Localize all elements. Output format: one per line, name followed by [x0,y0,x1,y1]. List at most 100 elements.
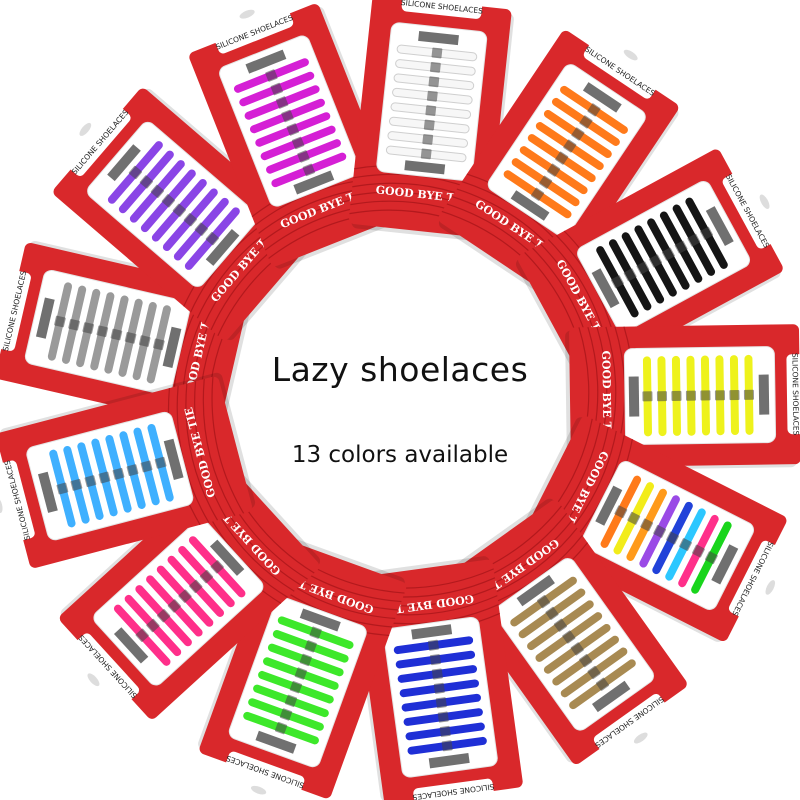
lace-clip [126,464,139,477]
clip-top [705,206,734,247]
lace-clip [579,115,593,129]
lace-clip [183,213,197,227]
lace-clip [431,668,443,680]
lace-clip [426,90,438,102]
clip-bottom [299,608,341,632]
hang-hole [765,580,776,595]
hang-hole [79,122,92,136]
header-tab [208,0,294,54]
lace-clip [430,61,441,73]
lace-clip [441,740,453,752]
clip-top [35,297,55,339]
lace-clip [82,322,94,334]
lace-clip [429,654,441,666]
lace-clip [210,560,224,574]
clip-top [711,544,739,585]
lace-clip [289,681,303,694]
lace-clip [431,47,443,59]
clip-bottom [209,539,245,576]
lace-clip [135,628,149,642]
lace-clip [537,595,551,609]
header-tab [55,95,131,176]
lace-clip [70,478,83,491]
lace-clip [270,82,283,96]
lace-clip [98,471,111,484]
clip-top [245,49,287,74]
lace-clip [570,642,584,656]
lace-clip [172,203,186,217]
lace-clip [700,390,711,401]
lace-clip [286,123,299,136]
clip-bottom [595,485,623,526]
lace-clip [205,231,219,246]
clip-bottom [516,574,555,607]
lace-clip [139,175,154,189]
lace-clip [274,721,288,735]
lace-clip [679,538,692,551]
lace-clip [685,390,697,401]
clip-bottom [628,376,640,417]
clip-top [255,730,297,754]
brand-label: SILICONE SHOELACES [790,353,800,436]
lace-tray [494,558,654,731]
header-tab [219,751,305,800]
header-tab [401,0,485,19]
lace-clip [553,618,567,632]
lace-clip [656,391,668,402]
clip-top [582,82,622,113]
lace-clip [124,332,137,344]
clip-top [591,680,631,713]
clip-bottom [293,170,335,195]
lace-clip [178,589,192,603]
lace-clip [435,697,447,709]
lace-clip [627,511,641,525]
lace-clip [437,711,449,723]
lace-clip [649,254,663,268]
lace-clip [545,606,559,620]
lace-clip [611,275,624,289]
headline-text: Lazy shoelaces [271,350,529,389]
lace-clip [150,184,165,199]
lace-clip [110,328,123,341]
slogan-label: GOOD BYE TIE [599,350,613,443]
lace-clip [189,579,203,594]
header-tab [593,693,677,766]
lace-clip [199,569,214,584]
lace-clip [653,525,667,538]
lace-clip [297,150,310,163]
lace-clip [309,626,322,639]
lace-clip [68,318,80,331]
lace-clip [433,682,445,694]
colors-available-text: 13 colors available [291,442,509,468]
clip-bottom [163,438,184,480]
lace-clip [623,268,637,282]
lace-clip [714,390,726,401]
clip-top [113,627,149,664]
clip-top [758,374,770,415]
lace-clip [284,694,298,707]
lace-clip [539,175,553,189]
lace-clip [302,163,316,177]
lace-clip [56,482,69,495]
clip-top [37,471,58,513]
lace-clip [54,315,66,328]
header-tab [0,266,31,351]
lace-clip [96,325,109,338]
lace-clip [275,96,289,109]
lace-clip [636,261,650,275]
lace-clip [281,109,294,123]
lace-clip [687,233,701,247]
lace-clip [595,677,610,691]
clip-bottom [591,268,620,309]
lace-clip [167,599,181,613]
clip-top [428,753,470,769]
hang-hole [633,732,648,744]
hang-hole [239,9,255,19]
clip-bottom [510,190,550,221]
